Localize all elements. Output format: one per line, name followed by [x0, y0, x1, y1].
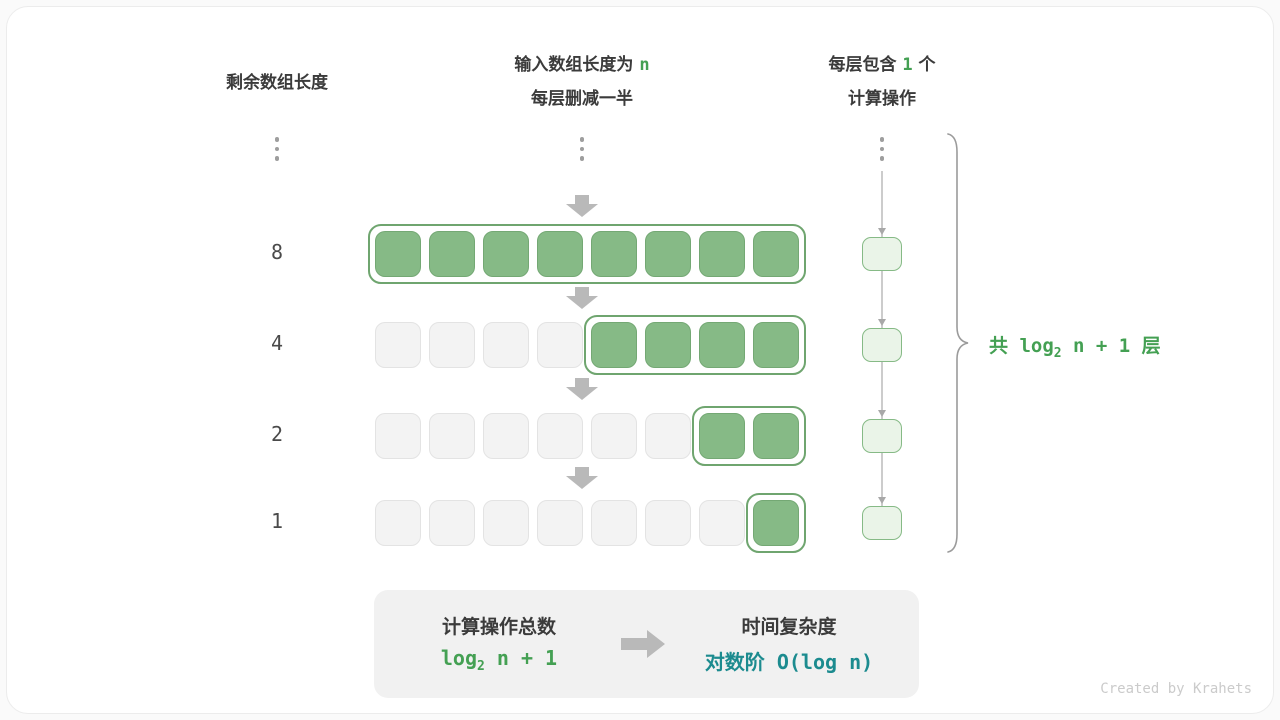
highlight-container — [746, 493, 806, 553]
header-remaining-length-text: 剩余数组长度 — [226, 73, 328, 93]
brace-label-prefix: 共 log — [989, 335, 1054, 357]
dot — [579, 137, 585, 142]
header-ops-suffix: 个 — [912, 55, 936, 75]
array-cell-filled — [591, 322, 637, 368]
highlight-container — [368, 224, 806, 284]
connector-line — [878, 171, 886, 506]
header-ops-per-level-line1: 每层包含 1 个 — [772, 53, 992, 77]
brace — [947, 133, 969, 553]
array-cell-empty — [375, 500, 421, 546]
right-arrow-icon — [621, 630, 667, 658]
header-ops-per-level-line2: 计算操作 — [848, 89, 916, 109]
array-cell-filled — [375, 231, 421, 277]
arrow-head — [566, 387, 598, 400]
row-length-label: 8 — [270, 240, 284, 264]
header-ops-per-level: 每层包含 1 个 计算操作 — [772, 53, 992, 111]
row-length-label: 2 — [270, 422, 284, 446]
array-cell-empty — [429, 500, 475, 546]
array-cell-empty — [537, 500, 583, 546]
dot — [879, 156, 885, 161]
summary-right-title: 时间复杂度 — [741, 616, 837, 638]
arrow-stem — [575, 287, 589, 297]
array-cell-filled — [591, 231, 637, 277]
array-cell-filled — [429, 231, 475, 277]
dot — [274, 156, 280, 161]
formula-sub: 2 — [477, 659, 485, 674]
summary-left-formula: log2 n + 1 — [389, 646, 609, 674]
ellipsis-dots-left — [272, 137, 282, 161]
ellipsis-dots-right — [877, 137, 887, 161]
header-input-length: 输入数组长度为 n 每层删减一半 — [432, 53, 732, 111]
summary-right-formula: 对数阶 O(log n) — [704, 650, 874, 674]
dot — [274, 137, 280, 142]
array-cell-filled — [753, 322, 799, 368]
credit-text: Created by Krahets — [1100, 681, 1252, 697]
array-cell-empty — [645, 413, 691, 459]
array-cell-filled — [753, 500, 799, 546]
array-cell-filled — [645, 322, 691, 368]
header-input-length-line2: 每层删减一半 — [531, 89, 633, 109]
down-arrow-icon — [566, 378, 598, 400]
dot — [579, 156, 585, 161]
arrow-stem — [575, 378, 589, 388]
array-cell-filled — [699, 231, 745, 277]
brace-label: 共 log2 n + 1 层 — [989, 331, 1161, 361]
array-cell-filled — [699, 322, 745, 368]
highlight-container — [692, 406, 806, 466]
header-remaining-length: 剩余数组长度 — [177, 71, 377, 95]
down-arrow-icon — [566, 467, 598, 489]
dot — [579, 146, 585, 151]
array-cell-empty — [537, 413, 583, 459]
down-arrow-icon — [566, 195, 598, 217]
arrow-stem — [621, 638, 647, 650]
array-cell-empty — [591, 500, 637, 546]
row-length-label: 1 — [270, 509, 284, 533]
arrow-head — [647, 630, 665, 658]
down-arrow-icon — [566, 287, 598, 309]
array-cell-filled — [753, 231, 799, 277]
array-cell-empty — [483, 322, 529, 368]
arrow-stem — [575, 195, 589, 205]
array-cell-filled — [483, 231, 529, 277]
header-ops-count: 1 — [902, 55, 913, 75]
array-cell-filled — [753, 413, 799, 459]
array-cell-empty — [699, 500, 745, 546]
arrow-head — [566, 476, 598, 489]
arrow-stem — [575, 467, 589, 477]
dot — [879, 146, 885, 151]
summary-left-title: 计算操作总数 — [441, 616, 556, 638]
array-cell-filled — [537, 231, 583, 277]
array-cell-empty — [483, 413, 529, 459]
array-cell-empty — [429, 322, 475, 368]
arrow-head — [566, 204, 598, 217]
highlight-container — [584, 315, 806, 375]
array-cell-empty — [375, 322, 421, 368]
formula-suffix: n + 1 — [484, 646, 558, 670]
array-cell-empty — [429, 413, 475, 459]
diagram-card: 剩余数组长度 输入数组长度为 n 每层删减一半 每层包含 1 个 计算操作 8 4… — [6, 6, 1274, 714]
array-cell-empty — [537, 322, 583, 368]
array-cell-filled — [645, 231, 691, 277]
summary-box: 计算操作总数 log2 n + 1 时间复杂度 对数阶 O(log n) — [374, 590, 919, 698]
ellipsis-dots-center — [577, 137, 587, 161]
brace-label-sub: 2 — [1053, 345, 1062, 361]
array-cell-empty — [591, 413, 637, 459]
header-input-length-n: n — [639, 55, 650, 75]
header-ops-prefix: 每层包含 — [828, 55, 903, 75]
brace-label-suffix: n + 1 层 — [1061, 335, 1161, 357]
array-cell-empty — [375, 413, 421, 459]
array-cell-filled — [699, 413, 745, 459]
header-input-length-prefix: 输入数组长度为 — [514, 55, 640, 75]
arrow-head — [566, 296, 598, 309]
dot — [274, 146, 280, 151]
array-cell-empty — [483, 500, 529, 546]
formula-prefix: log — [440, 646, 478, 670]
dot — [879, 137, 885, 142]
array-cell-empty — [645, 500, 691, 546]
row-length-label: 4 — [270, 331, 284, 355]
header-input-length-line1: 输入数组长度为 n — [432, 53, 732, 77]
